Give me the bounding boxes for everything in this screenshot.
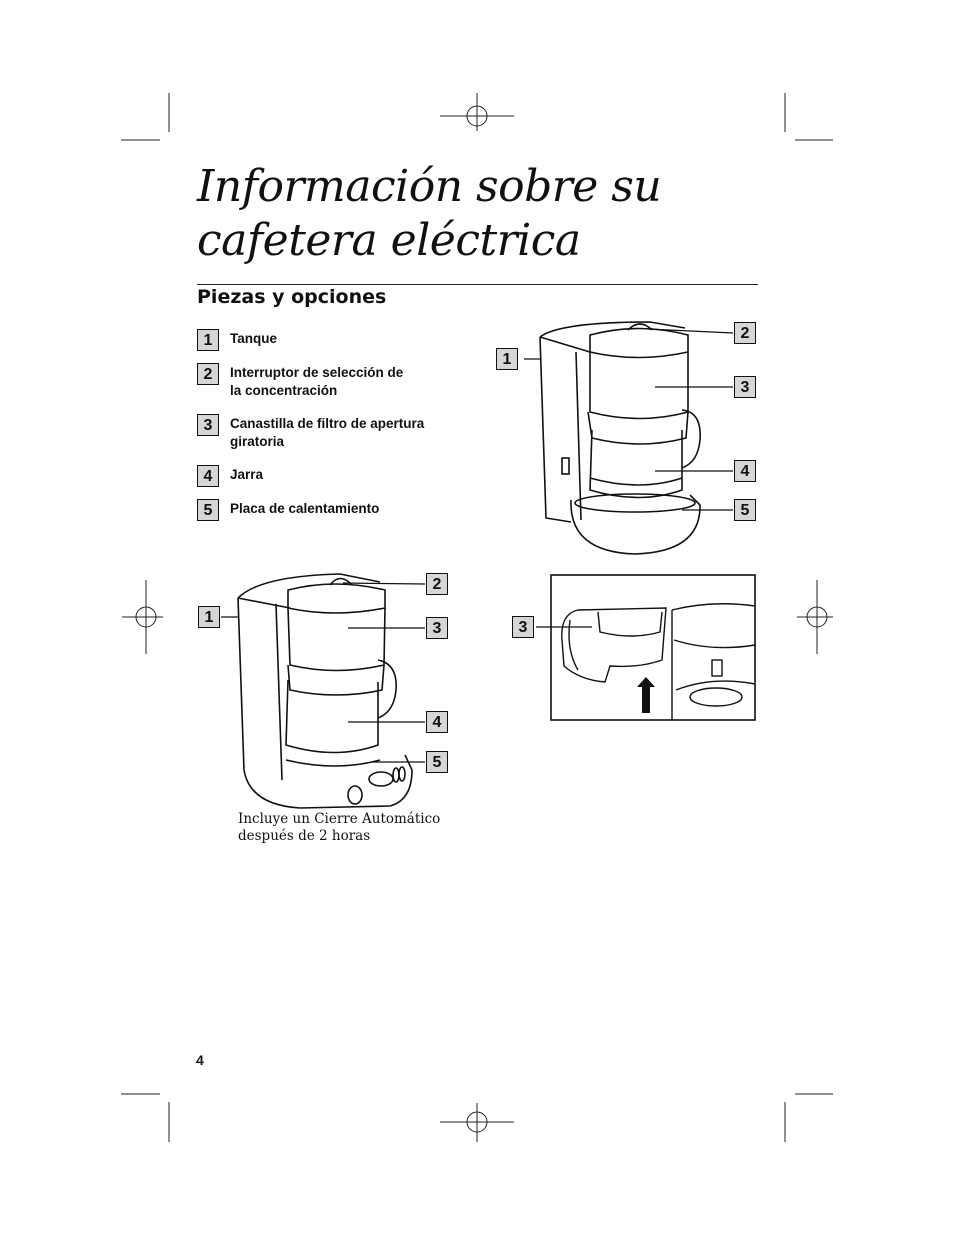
callout-lines-bottom bbox=[221, 582, 426, 763]
filter-basket-detail-diagram bbox=[550, 574, 756, 721]
title-divider bbox=[197, 284, 758, 285]
part-label: Placa de calentamiento bbox=[230, 501, 380, 516]
section-heading: Piezas y opciones bbox=[197, 286, 387, 308]
auto-shutoff-caption: Incluye un Cierre Automático después de … bbox=[238, 811, 441, 844]
part-number-badge: 1 bbox=[197, 329, 219, 351]
page-number: 4 bbox=[196, 1052, 204, 1068]
callout-badge: 2 bbox=[734, 322, 756, 344]
callout-badge: 4 bbox=[734, 460, 756, 482]
callout-badge: 2 bbox=[426, 573, 448, 595]
callout-badge: 1 bbox=[496, 348, 518, 370]
part-number-badge: 4 bbox=[197, 465, 219, 487]
callout-badge: 3 bbox=[426, 617, 448, 639]
callout-badge: 5 bbox=[426, 751, 448, 773]
registration-marks bbox=[122, 93, 833, 1142]
callout-lines-top bbox=[524, 328, 734, 511]
part-label: Canastilla de filtro de apertura girator… bbox=[230, 416, 425, 449]
part-label: Interruptor de selección de la concentra… bbox=[230, 365, 404, 398]
part-number-badge: 3 bbox=[197, 414, 219, 436]
part-label: Tanque bbox=[230, 331, 277, 346]
callout-badge: 5 bbox=[734, 499, 756, 521]
callout-badge: 1 bbox=[198, 606, 220, 628]
coffee-maker-diagram-top bbox=[539, 321, 701, 555]
part-number-badge: 5 bbox=[197, 499, 219, 521]
page-title: Información sobre su cafetera eléctrica bbox=[197, 161, 662, 266]
callout-badge: 3 bbox=[734, 376, 756, 398]
part-label: Jarra bbox=[230, 467, 264, 482]
callout-badge: 3 bbox=[512, 616, 534, 638]
callout-badge: 4 bbox=[426, 711, 448, 733]
coffee-maker-diagram-bottom bbox=[237, 573, 413, 809]
part-number-badge: 2 bbox=[197, 363, 219, 385]
